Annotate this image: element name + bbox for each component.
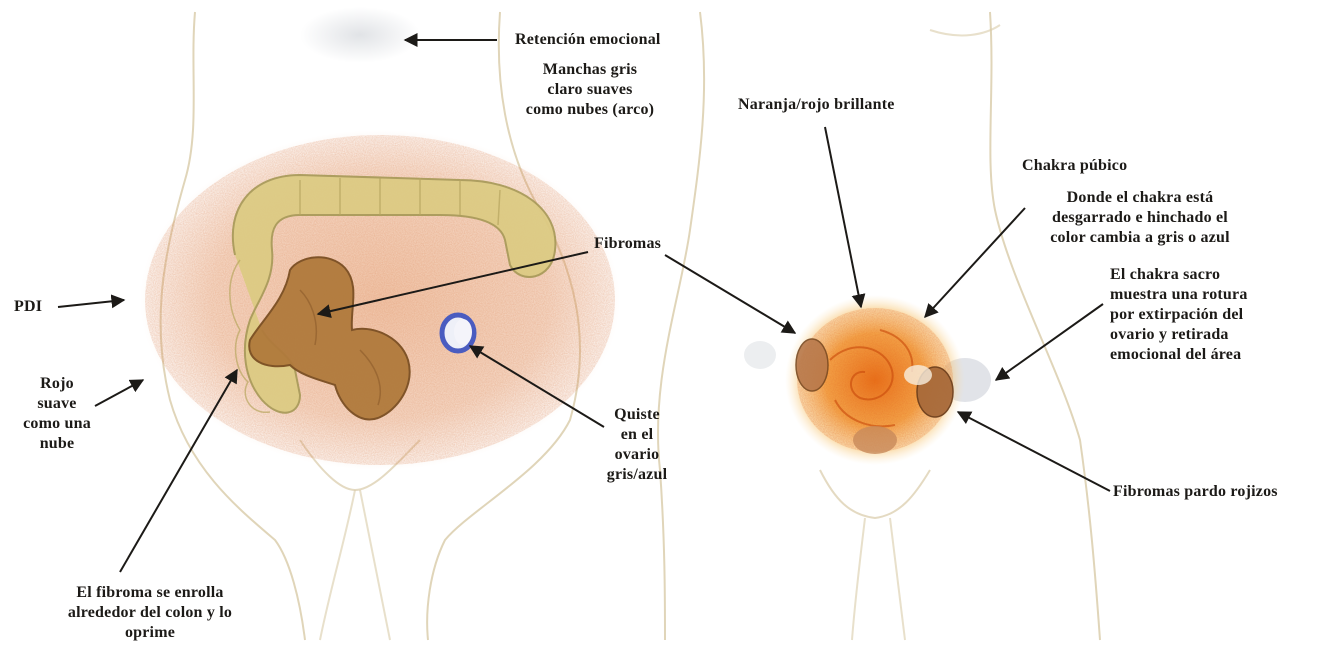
label-colon-line-1: El fibroma se enrolla	[30, 583, 270, 603]
label-quiste: Quiste en el ovario gris/azul	[592, 405, 682, 485]
label-quiste-line-2: en el	[592, 425, 682, 445]
label-chakra-sacro: El chakra sacro muestra una rotura por e…	[1110, 265, 1248, 365]
right-groin-line	[820, 470, 930, 518]
label-fibromas-pardo: Fibromas pardo rojizos	[1113, 482, 1278, 502]
left-leg-line	[320, 490, 355, 640]
ovary-cyst-inner	[454, 319, 472, 345]
arrow-chakra-sacro	[996, 304, 1103, 380]
label-manchas-line-1: Manchas gris	[505, 60, 675, 80]
label-sacro-line-4: ovario y retirada	[1110, 325, 1248, 345]
label-naranja-rojo: Naranja/rojo brillante	[738, 95, 895, 115]
label-fibroma-colon: El fibroma se enrolla alrededor del colo…	[30, 583, 270, 643]
right-leg-line	[852, 518, 865, 640]
label-manchas-gris: Manchas gris claro suaves como nubes (ar…	[505, 60, 675, 120]
label-pdi: PDI	[14, 297, 42, 317]
arrow-fibroma-colon	[120, 370, 237, 572]
right-torso-outline-right	[990, 12, 1100, 640]
right-leg-line-2	[890, 518, 905, 640]
label-colon-line-2: alrededor del colon y lo	[30, 603, 270, 623]
chakra-white-patch	[904, 365, 932, 385]
label-quiste-line-1: Quiste	[592, 405, 682, 425]
label-retencion-emocional: Retención emocional	[515, 30, 661, 50]
arrow-fibromas-right	[665, 255, 795, 333]
grey-cloud-patch	[300, 7, 420, 63]
label-manchas-line-3: como nubes (arco)	[505, 100, 675, 120]
label-rojo-line-3: como una	[12, 414, 102, 434]
left-leg-line-2	[360, 490, 390, 640]
label-rojo-line-1: Rojo	[12, 374, 102, 394]
label-chakra-pubico: Chakra púbico	[1022, 156, 1127, 176]
arrow-fibromas-pardo	[958, 412, 1110, 491]
label-rojo-line-4: nube	[12, 434, 102, 454]
label-manchas-line-2: claro suaves	[505, 80, 675, 100]
label-quiste-line-3: ovario	[592, 445, 682, 465]
arrow-pdi	[58, 300, 124, 307]
label-donde-line-3: color cambia a gris o azul	[1025, 228, 1255, 248]
label-rojo-suave: Rojo suave como una nube	[12, 374, 102, 454]
label-colon-line-3: oprime	[30, 623, 270, 643]
label-sacro-line-5: emocional del área	[1110, 345, 1248, 365]
arrow-rojo-suave	[95, 380, 143, 406]
arrow-naranja	[825, 127, 861, 307]
right-hip-line	[930, 25, 1000, 35]
label-donde-line-1: Donde el chakra está	[1025, 188, 1255, 208]
label-donde-chakra: Donde el chakra está desgarrado e hincha…	[1025, 188, 1255, 248]
label-fibromas: Fibromas	[594, 234, 661, 254]
label-donde-line-2: desgarrado e hinchado el	[1025, 208, 1255, 228]
label-sacro-line-1: El chakra sacro	[1110, 265, 1248, 285]
fibroid-left-small	[796, 339, 828, 391]
label-sacro-line-2: muestra una rotura	[1110, 285, 1248, 305]
label-rojo-line-2: suave	[12, 394, 102, 414]
label-sacro-line-3: por extirpación del	[1110, 305, 1248, 325]
left-grey-spot	[744, 341, 776, 369]
fibroid-bottom	[853, 426, 897, 454]
label-quiste-line-4: gris/azul	[592, 465, 682, 485]
